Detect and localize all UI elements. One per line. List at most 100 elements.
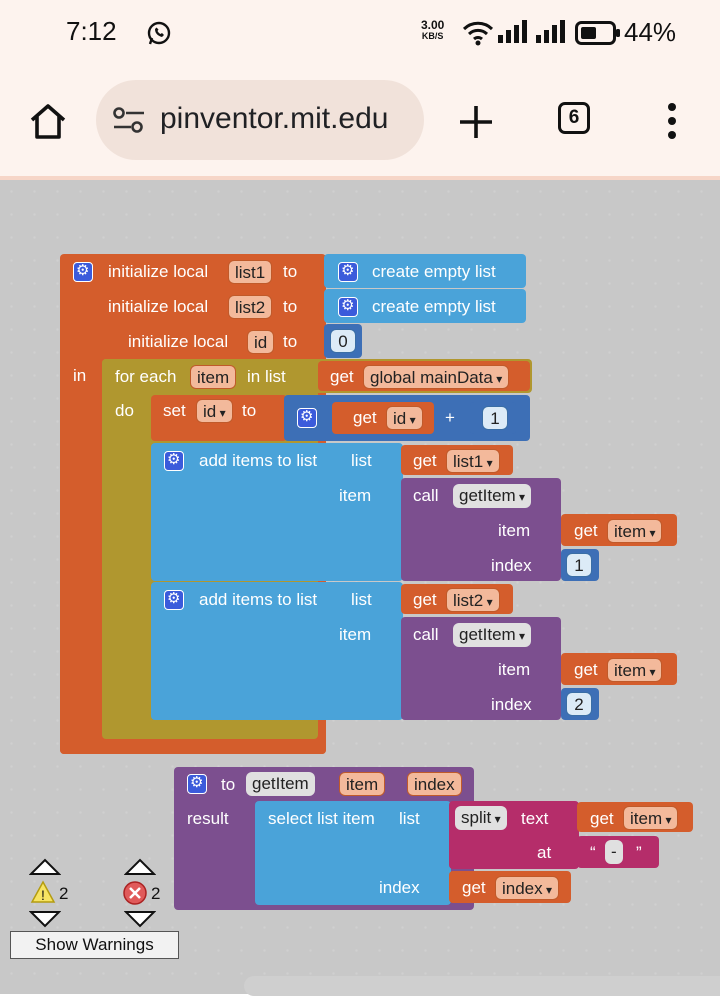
global-maindata-dropdown[interactable]: global mainData (363, 365, 510, 389)
set-to-label: to (242, 401, 257, 420)
get-label: get (462, 878, 486, 897)
mutator-gear-icon[interactable] (73, 261, 93, 282)
select-list-socket-label: list (399, 809, 420, 828)
toolbar-divider (0, 176, 720, 180)
init-label-1: initialize local (108, 262, 209, 281)
item-socket-label-2: item (339, 625, 372, 644)
mutator-gear-icon[interactable] (187, 773, 207, 794)
init-local-bottom (60, 740, 326, 754)
result-label: result (187, 809, 229, 828)
in-list-label: in list (247, 367, 286, 386)
select-list-item-block[interactable] (255, 801, 451, 905)
getitem-proc-dropdown-2[interactable]: getItem (453, 623, 532, 647)
network-speed: 3.00 KB/S (421, 18, 445, 41)
url-text[interactable]: pinventor.mit.edu (160, 102, 389, 135)
add-items-label-2: add items to list (199, 590, 318, 609)
for-each-label: for each (115, 367, 177, 386)
number-value-0[interactable]: 0 (330, 329, 356, 353)
number-value-1[interactable]: 1 (566, 553, 592, 577)
quote-close: ” (636, 843, 642, 862)
get-index-dropdown[interactable]: index (495, 876, 559, 900)
warning-triangle-icon: ! (30, 880, 56, 903)
error-prev-arrow-icon[interactable] (124, 858, 156, 876)
call-label-1: call (413, 486, 439, 505)
status-bar: 7:12 3.00 KB/S 44% (0, 0, 720, 68)
tab-switcher-button[interactable]: 6 (558, 102, 590, 134)
plus-operator: + (445, 408, 455, 427)
split-at-label: at (537, 843, 552, 862)
list-socket-label-1: list (351, 451, 372, 470)
init-label-3: initialize local (128, 332, 229, 351)
horizontal-scrollbar[interactable] (244, 976, 720, 996)
select-index-socket-label: index (379, 878, 420, 897)
param-index-label-2: index (491, 695, 532, 714)
error-next-arrow-icon[interactable] (124, 910, 156, 928)
add-items-label-1: add items to list (199, 451, 318, 470)
get-list1-dropdown[interactable]: list1 (446, 449, 500, 473)
do-label: do (115, 401, 134, 420)
warnings-indicator: ! 2 2 (0, 852, 200, 962)
site-settings-icon[interactable] (112, 106, 146, 134)
wifi-icon (462, 21, 494, 46)
mutator-gear-icon[interactable] (338, 296, 358, 317)
proc-to-label: to (221, 775, 236, 794)
set-label: set (163, 401, 186, 420)
set-var-id-dropdown[interactable]: id (196, 399, 233, 423)
split-text-label: text (521, 809, 549, 828)
get-item-dropdown-1[interactable]: item (607, 519, 663, 543)
error-count: 2 (151, 884, 161, 903)
split-dropdown[interactable]: split (455, 806, 507, 830)
url-bar[interactable]: pinventor.mit.edu (96, 80, 424, 160)
whatsapp-icon (147, 21, 171, 45)
mutator-gear-icon[interactable] (338, 261, 358, 282)
get-label: get (574, 521, 598, 540)
mutator-gear-icon[interactable] (297, 407, 317, 428)
signal-icon (498, 20, 565, 43)
warning-next-arrow-icon[interactable] (29, 910, 61, 928)
status-time: 7:12 (66, 16, 117, 46)
get-label: get (353, 408, 377, 427)
mutator-gear-icon[interactable] (164, 589, 184, 610)
create-empty-list-label-1: create empty list (372, 262, 496, 281)
mutator-gear-icon[interactable] (164, 450, 184, 471)
loop-var-item[interactable]: item (190, 365, 237, 389)
item-socket-label-1: item (339, 486, 372, 505)
quote-open: “ (590, 843, 596, 862)
get-item-dropdown-2[interactable]: item (607, 658, 663, 682)
param-item-label-2: item (498, 660, 531, 679)
get-label: get (574, 660, 598, 679)
to-label-2: to (283, 297, 298, 316)
list-socket-label-2: list (351, 590, 372, 609)
warning-prev-arrow-icon[interactable] (29, 858, 61, 876)
home-icon[interactable] (28, 102, 68, 140)
new-tab-icon[interactable] (458, 104, 494, 140)
number-value-2[interactable]: 2 (566, 692, 592, 716)
var-name-list2[interactable]: list2 (228, 295, 273, 319)
param-index-label-1: index (491, 556, 532, 575)
get-list2-dropdown[interactable]: list2 (446, 588, 500, 612)
text-value-dash[interactable]: - (605, 840, 623, 864)
get-label: get (590, 809, 614, 828)
svg-text:!: ! (41, 887, 45, 903)
var-name-id[interactable]: id (247, 330, 275, 354)
error-icon (123, 881, 147, 905)
select-list-item-label: select list item (268, 809, 375, 828)
add-items-block-2[interactable] (151, 582, 403, 720)
param-item[interactable]: item (339, 772, 386, 796)
show-warnings-button[interactable]: Show Warnings (10, 931, 179, 959)
battery-icon (575, 21, 620, 45)
to-label-1: to (283, 262, 298, 281)
call-label-2: call (413, 625, 439, 644)
add-items-block-1[interactable] (151, 443, 403, 581)
param-index[interactable]: index (407, 772, 462, 796)
browser-toolbar: pinventor.mit.edu 6 (0, 68, 720, 176)
create-empty-list-label-2: create empty list (372, 297, 496, 316)
number-value-1[interactable]: 1 (482, 406, 508, 430)
more-menu-icon[interactable] (665, 102, 679, 140)
var-name-list1[interactable]: list1 (228, 260, 273, 284)
getitem-proc-dropdown-1[interactable]: getItem (453, 484, 532, 508)
get-var-id-dropdown[interactable]: id (386, 406, 423, 430)
proc-name-field[interactable]: getItem (246, 772, 315, 796)
get-item-dropdown-3[interactable]: item (623, 806, 679, 830)
in-label: in (73, 366, 87, 385)
